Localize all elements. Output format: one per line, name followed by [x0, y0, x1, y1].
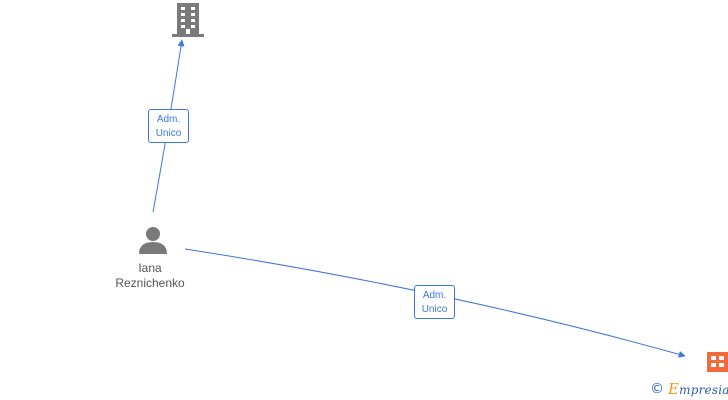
person-name-label[interactable]: Iana Reznichenko	[100, 261, 200, 291]
empresia-watermark: © Empresia	[650, 380, 728, 398]
brand-initial: E	[668, 380, 680, 398]
copyright-icon: ©	[650, 381, 664, 397]
person-last-name: Reznichenko	[115, 276, 185, 290]
building-icon[interactable]	[172, 3, 204, 37]
brand-logo: Empresia	[668, 380, 728, 398]
edge-label-line1: Adm.	[422, 290, 447, 301]
person-icon[interactable]	[139, 227, 167, 254]
edge-label-adm-unico[interactable]: Adm. Unico	[148, 109, 189, 143]
person-first-name: Iana	[138, 261, 162, 275]
edge-label-line2: Unico	[155, 128, 182, 139]
building-icon[interactable]	[707, 352, 728, 372]
brand-rest: mpresia	[679, 383, 728, 397]
edge-label-line1: Adm.	[156, 114, 181, 125]
edge-label-line2: Unico	[421, 304, 448, 315]
edge-label-adm-unico[interactable]: Adm. Unico	[414, 285, 455, 319]
